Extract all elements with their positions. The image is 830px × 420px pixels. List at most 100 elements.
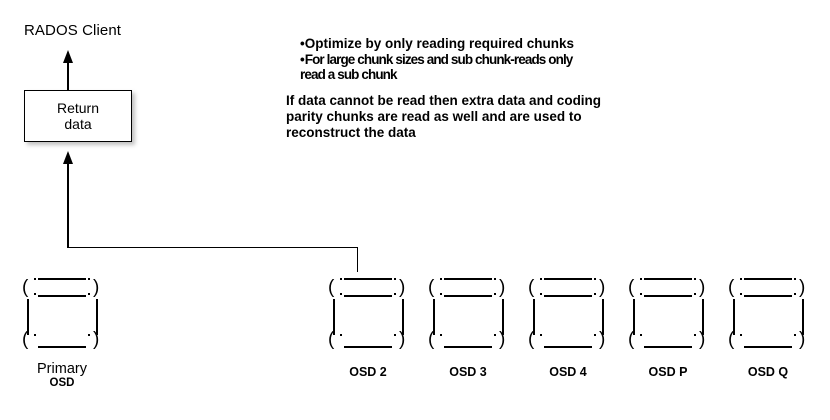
cyl-tick-br xyxy=(594,334,597,337)
cyl-tick-mr xyxy=(794,293,797,296)
cyl-tick-ml xyxy=(34,293,37,296)
osd-3-cylinder[interactable]: ( ) ( ) xyxy=(428,272,508,356)
cyl-tick-ml xyxy=(540,293,543,296)
cyl-top-arc xyxy=(644,278,692,280)
cyl-tick-bl xyxy=(440,334,443,337)
cyl-tick-bl xyxy=(540,334,543,337)
cyl-left-paren-top: ( xyxy=(428,277,435,298)
cyl-right-paren-bottom: ) xyxy=(499,329,506,350)
cyl-right-wall xyxy=(96,299,98,335)
cyl-tick-bl xyxy=(640,334,643,337)
cyl-left-paren-bottom: ( xyxy=(528,329,535,350)
cyl-top-arc xyxy=(544,278,592,280)
bullet-list: •Optimize by only reading required chunk… xyxy=(300,36,720,83)
osd-4-cylinder[interactable]: ( ) ( ) xyxy=(528,272,608,356)
cyl-tick-tr xyxy=(694,278,697,281)
osd-q-cylinder[interactable]: ( ) ( ) xyxy=(728,272,808,356)
cyl-mid-arc xyxy=(444,295,492,297)
cyl-tick-br xyxy=(694,334,697,337)
cyl-tick-br xyxy=(794,334,797,337)
osd-p-cylinder[interactable]: ( ) ( ) xyxy=(628,272,708,356)
cyl-tick-br xyxy=(394,334,397,337)
cyl-right-paren-bottom: ) xyxy=(799,329,806,350)
cyl-left-paren-top: ( xyxy=(22,277,29,298)
cyl-mid-arc xyxy=(644,295,692,297)
cyl-right-paren-bottom: ) xyxy=(399,329,406,350)
cyl-bottom-arc xyxy=(744,346,792,348)
cyl-top-arc xyxy=(344,278,392,280)
cyl-left-paren-top: ( xyxy=(728,277,735,298)
cyl-right-wall xyxy=(402,299,404,335)
cyl-tick-ml xyxy=(440,293,443,296)
cyl-tick-br xyxy=(88,334,91,337)
cyl-right-wall xyxy=(602,299,604,335)
bullet-text-0: Optimize by only reading required chunks xyxy=(304,36,575,51)
cyl-tick-tl xyxy=(540,278,543,281)
cyl-tick-mr xyxy=(694,293,697,296)
cyl-right-paren-top: ) xyxy=(599,277,606,298)
cyl-tick-bl xyxy=(740,334,743,337)
osd-2-label: OSD 2 xyxy=(349,365,387,379)
cyl-right-paren-top: ) xyxy=(399,277,406,298)
paragraph-line-0: If data cannot be read then extra data a… xyxy=(286,93,602,108)
cyl-right-paren-top: ) xyxy=(499,277,506,298)
cyl-tick-tr xyxy=(394,278,397,281)
cyl-right-paren-bottom: ) xyxy=(599,329,606,350)
paragraph-line-2: reconstruct the data xyxy=(286,125,416,140)
cyl-left-wall xyxy=(733,299,735,335)
bullet-marker-0: • xyxy=(300,36,305,51)
arrow-shaft-vertical-left xyxy=(67,163,69,248)
cyl-tick-mr xyxy=(394,293,397,296)
cyl-top-arc xyxy=(38,278,86,280)
cyl-top-arc xyxy=(744,278,792,280)
cyl-bottom-arc xyxy=(544,346,592,348)
cyl-tick-mr xyxy=(88,293,91,296)
cyl-right-paren-top: ) xyxy=(93,277,100,298)
cyl-left-paren-bottom: ( xyxy=(628,329,635,350)
cyl-mid-arc xyxy=(744,295,792,297)
osd-2-cylinder[interactable]: ( ) ( ) xyxy=(328,272,408,356)
cyl-tick-ml xyxy=(340,293,343,296)
cyl-right-paren-bottom: ) xyxy=(699,329,706,350)
cyl-top-arc xyxy=(444,278,492,280)
cyl-tick-tl xyxy=(34,278,37,281)
return-data-box[interactable]: Return data xyxy=(24,90,132,142)
cyl-left-paren-top: ( xyxy=(628,277,635,298)
cyl-right-paren-top: ) xyxy=(799,277,806,298)
cyl-bottom-arc xyxy=(38,346,86,348)
cyl-left-wall xyxy=(433,299,435,335)
osd-p-label: OSD P xyxy=(648,365,688,379)
primary-osd-label: Primary OSD xyxy=(12,362,112,390)
cyl-right-paren-bottom: ) xyxy=(93,329,100,350)
cyl-left-wall xyxy=(533,299,535,335)
cyl-left-wall xyxy=(633,299,635,335)
cyl-mid-arc xyxy=(38,295,86,297)
bullet-item-0: •Optimize by only reading required chunk… xyxy=(300,36,720,52)
return-data-label: Return data xyxy=(56,100,100,132)
cyl-left-paren-top: ( xyxy=(328,277,335,298)
cyl-tick-mr xyxy=(494,293,497,296)
cyl-tick-ml xyxy=(740,293,743,296)
cyl-left-paren-top: ( xyxy=(528,277,535,298)
cyl-bottom-arc xyxy=(344,346,392,348)
cyl-right-wall xyxy=(802,299,804,335)
cyl-tick-mr xyxy=(594,293,597,296)
cyl-left-wall xyxy=(27,299,29,335)
primary-osd-cylinder[interactable]: ( ) ( ) xyxy=(22,272,102,356)
arrow-shaft-to-rados-client xyxy=(67,62,69,91)
cyl-left-paren-bottom: ( xyxy=(22,329,29,350)
paragraph-line-1: parity chunks are read as well and are u… xyxy=(286,109,582,124)
cyl-bottom-arc xyxy=(644,346,692,348)
arrowhead-to-return-data xyxy=(62,151,73,164)
rados-client-label: RADOS Client xyxy=(24,22,122,39)
arrowhead-to-rados-client xyxy=(62,50,73,63)
cyl-tick-bl xyxy=(340,334,343,337)
cyl-bottom-arc xyxy=(444,346,492,348)
connector-horizontal xyxy=(67,246,358,249)
osd-q-label: OSD Q xyxy=(747,365,789,379)
cyl-right-wall xyxy=(502,299,504,335)
cyl-tick-tr xyxy=(794,278,797,281)
osd-4-label: OSD 4 xyxy=(549,365,587,379)
bullet-text-1: For large chunk sizes and sub chunk-read… xyxy=(304,51,574,67)
